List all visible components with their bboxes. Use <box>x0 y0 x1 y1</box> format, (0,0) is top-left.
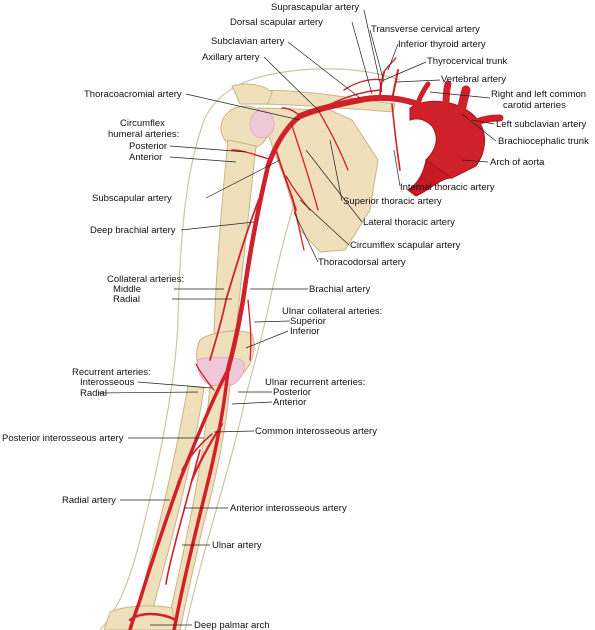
brachial-artery-vessel <box>225 163 271 373</box>
transverse-cervical-vessel <box>343 78 383 91</box>
label-collateral-middle: Middle <box>113 284 141 295</box>
thoracodorsal-vessel <box>291 195 305 251</box>
label-recurrent-interosseous: Interosseous <box>80 377 135 388</box>
ulnar-collateral-vessel <box>247 299 252 361</box>
label-ulnar-recurrent-posterior: Posterior <box>273 387 311 398</box>
leader-lines <box>97 9 497 626</box>
label-subscapular-artery: Subscapular artery <box>92 193 172 204</box>
label-subclavian-artery: Subclavian artery <box>211 36 285 47</box>
label-deep-palmar-arch: Deep palmar arch <box>194 620 270 630</box>
arm-skin-outline <box>99 117 206 630</box>
superior-thoracic-vessel <box>317 109 349 171</box>
label-superior-thoracic-artery: Superior thoracic artery <box>343 196 442 207</box>
anterior-interosseous-vessel <box>165 449 201 585</box>
shoulder-skin-outline <box>204 68 401 119</box>
deep-brachial-vessel <box>209 191 263 361</box>
label-transverse-cervical-artery: Transverse cervical artery <box>371 24 480 35</box>
suprascapular-vessel <box>319 89 381 111</box>
humerus <box>213 139 257 335</box>
label-right-left-common-line1: Right and left common <box>491 89 586 100</box>
label-recurrent-title: Recurrent arteries: <box>72 367 151 378</box>
label-vertebral-artery: Vertebral artery <box>441 74 506 85</box>
label-ulnar-collateral-inferior: Inferior <box>290 326 320 337</box>
label-ulnar-collateral-title: Ulnar collateral arteries: <box>282 306 382 317</box>
label-deep-brachial-artery: Deep brachial artery <box>90 225 176 236</box>
label-circumflex-title-line1: Circumflex <box>120 118 165 129</box>
label-axillary-artery: Axillary artery <box>202 52 260 63</box>
left-subclavian-vessel <box>468 114 504 128</box>
label-internal-thoracic-artery: Internal thoracic artery <box>400 182 495 193</box>
label-thyrocervical-trunk: Thyrocervical trunk <box>427 56 507 67</box>
label-suprascapular-artery: Suprascapular artery <box>271 2 359 13</box>
label-brachiocephalic-trunk: Brachiocephalic trunk <box>498 136 589 147</box>
label-radial-artery: Radial artery <box>62 495 116 506</box>
label-right-left-common-line2: carotid arteries <box>503 100 566 111</box>
posterior-interosseous-vessel <box>181 433 213 471</box>
label-arch-of-aorta: Arch of aorta <box>490 157 545 168</box>
brachiocephalic-trunk-vessel <box>455 85 471 121</box>
internal-thoracic-vessel <box>391 103 401 171</box>
descending-aorta <box>407 159 454 197</box>
label-anterior-interosseous-artery: Anterior interosseous artery <box>230 503 347 514</box>
label-common-interosseous-artery: Common interosseous artery <box>255 426 377 437</box>
vertebral-vessel <box>391 69 399 101</box>
circumflex-humeral-vessel <box>231 149 273 161</box>
label-circumflex-title-line2: humeral arteries: <box>108 129 179 140</box>
label-posterior-interosseous-artery: Posterior interosseous artery <box>2 433 124 444</box>
label-collateral-title: Collateral arteries: <box>107 274 184 285</box>
radial-artery-vessel <box>128 368 230 630</box>
label-ulnar-recurrent-anterior: Anterior <box>273 397 306 408</box>
thoracoacromial-vessel <box>281 107 303 119</box>
label-thoracoacromial-artery: Thoracoacromial artery <box>84 89 182 100</box>
recurrent-vessel <box>195 363 215 391</box>
left-common-carotid-vessel <box>442 80 452 114</box>
label-circumflex-anterior: Anterior <box>129 152 162 163</box>
label-brachial-artery: Brachial artery <box>309 284 370 295</box>
label-ulnar-collateral-superior: Superior <box>290 316 326 327</box>
label-recurrent-radial: Radial <box>80 388 107 399</box>
humeral-head-cartilage <box>249 109 275 139</box>
label-ulnar-recurrent-title: Ulnar recurrent arteries: <box>265 377 365 388</box>
right-common-carotid-vessel <box>415 81 431 107</box>
label-left-subclavian-artery: Left subclavian artery <box>496 119 587 130</box>
label-circumflex-scapular-artery: Circumflex scapular artery <box>350 240 461 251</box>
label-inferior-thyroid-artery: Inferior thyroid artery <box>398 39 486 50</box>
label-collateral-radial: Radial <box>113 294 140 305</box>
label-dorsal-scapular-artery: Dorsal scapular artery <box>230 17 323 28</box>
label-lateral-thoracic-artery: Lateral thoracic artery <box>363 217 455 228</box>
acromion <box>231 83 273 105</box>
label-circumflex-posterior: Posterior <box>129 141 167 152</box>
deep-palmar-arch-vessel <box>128 612 178 622</box>
scapula <box>257 107 379 253</box>
label-thoracodorsal-artery: Thoracodorsal artery <box>318 257 406 268</box>
label-ulnar-artery: Ulnar artery <box>212 540 262 551</box>
elbow-cartilage <box>197 356 245 389</box>
ulnar-artery-vessel <box>172 368 230 630</box>
lateral-thoracic-vessel <box>291 125 319 211</box>
thyrocervical-trunk-vessel <box>379 71 385 99</box>
